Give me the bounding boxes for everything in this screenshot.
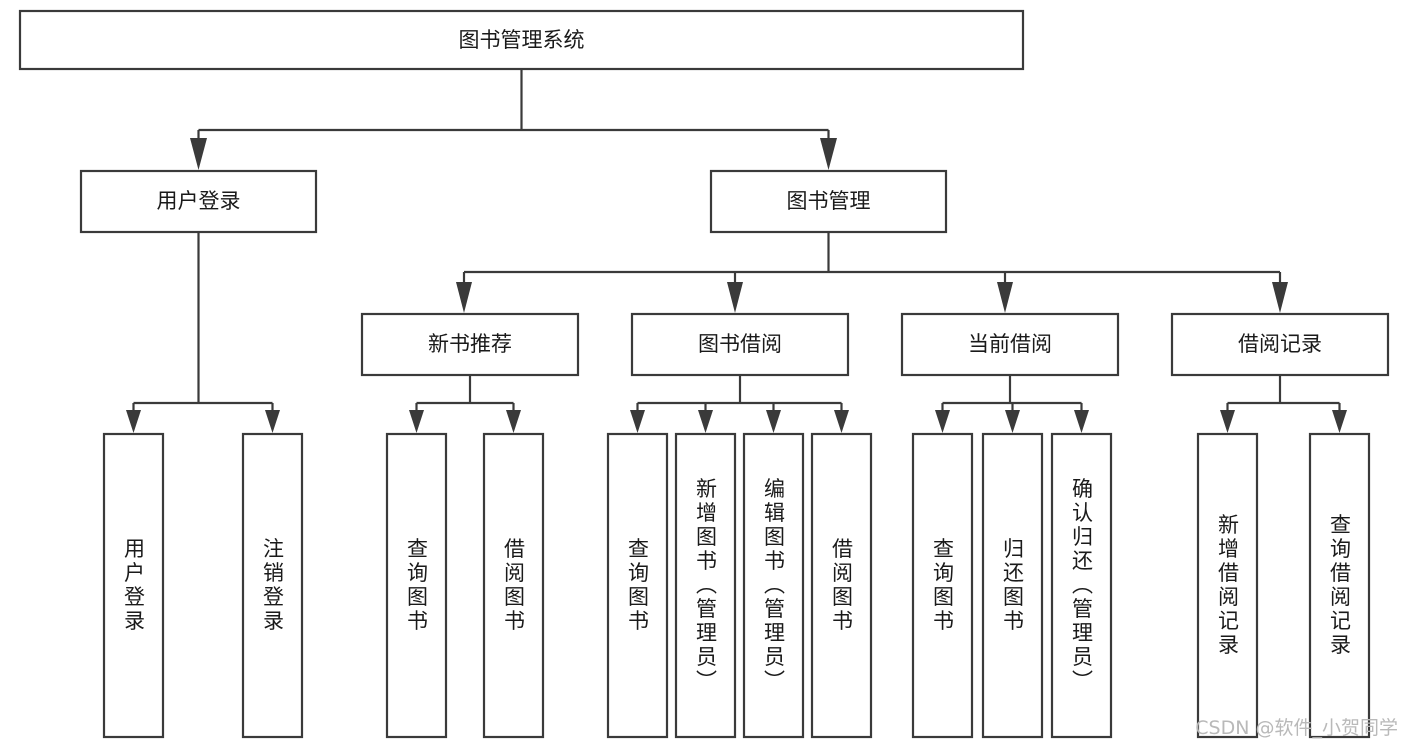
node-current-borrow[interactable]: 当前借阅 bbox=[900, 312, 1120, 377]
leaf-user-logout-box[interactable] bbox=[241, 432, 304, 739]
leaf-user-logout[interactable]: 注销登录 bbox=[241, 432, 304, 739]
leaf-cur-query-book-label: 查询图书 bbox=[931, 538, 955, 634]
leaf-return-book-box[interactable] bbox=[981, 432, 1044, 739]
leaf-rec-borrow-book[interactable]: 借阅图书 bbox=[482, 432, 545, 739]
node-book-manage-label: 图书管理 bbox=[787, 189, 871, 213]
node-user-login-label: 用户登录 bbox=[157, 189, 241, 213]
leaf-query-borrow-record-box[interactable] bbox=[1308, 432, 1371, 739]
leaf-rec-query-book[interactable]: 查询图书 bbox=[385, 432, 448, 739]
node-current-borrow-box[interactable] bbox=[900, 312, 1120, 377]
arrowhead-leaf-add-book-admin bbox=[698, 410, 713, 433]
arrowhead-leaf-rec-borrow-book bbox=[506, 410, 521, 433]
node-user-login[interactable]: 用户登录 bbox=[79, 169, 318, 234]
leaf-add-borrow-record-box[interactable] bbox=[1196, 432, 1259, 739]
node-root[interactable]: 图书管理系统 bbox=[18, 9, 1025, 71]
node-root-box[interactable] bbox=[18, 9, 1025, 71]
leaf-edit-book-admin-box[interactable] bbox=[742, 432, 805, 739]
leaf-borrow-query-book-label: 查询图书 bbox=[626, 538, 650, 634]
leaf-confirm-return-admin-box[interactable] bbox=[1050, 432, 1113, 739]
leaf-rec-borrow-book-label: 借阅图书 bbox=[502, 538, 526, 634]
node-book-borrow-box[interactable] bbox=[630, 312, 850, 377]
leaf-confirm-return-admin-label: 确认归还（管理员） bbox=[1070, 478, 1094, 694]
arrowhead-leaf-user-login bbox=[126, 410, 141, 433]
leaf-user-login-box[interactable] bbox=[102, 432, 165, 739]
leaf-add-book-admin-box[interactable] bbox=[674, 432, 737, 739]
leaf-query-borrow-record-label: 查询借阅记录 bbox=[1328, 514, 1352, 658]
arrowhead-borrow-record bbox=[1272, 282, 1288, 313]
arrowhead-leaf-return-book bbox=[1005, 410, 1020, 433]
leaf-rec-query-book-label: 查询图书 bbox=[405, 538, 429, 634]
arrowhead-new-book-rec bbox=[456, 282, 472, 313]
leaf-borrow-query-book-box[interactable] bbox=[606, 432, 669, 739]
node-new-book-rec-box[interactable] bbox=[360, 312, 580, 377]
node-borrow-record-label: 借阅记录 bbox=[1238, 332, 1322, 356]
arrowhead-leaf-query-borrow-record bbox=[1332, 410, 1347, 433]
node-current-borrow-label: 当前借阅 bbox=[968, 332, 1052, 356]
leaf-borrow-book-box[interactable] bbox=[810, 432, 873, 739]
node-new-book-rec[interactable]: 新书推荐 bbox=[360, 312, 580, 377]
arrowhead-book-manage bbox=[820, 138, 837, 170]
arrowhead-user-login bbox=[190, 138, 207, 170]
leaf-add-book-admin[interactable]: 新增图书（管理员） bbox=[674, 432, 737, 739]
leaf-add-borrow-record-label: 新增借阅记录 bbox=[1216, 514, 1240, 658]
arrowhead-leaf-confirm-return-admin bbox=[1074, 410, 1089, 433]
arrowhead-leaf-borrow-query-book bbox=[630, 410, 645, 433]
leaf-cur-query-book[interactable]: 查询图书 bbox=[911, 432, 974, 739]
node-root-label: 图书管理系统 bbox=[459, 28, 585, 52]
leaf-edit-book-admin[interactable]: 编辑图书（管理员） bbox=[742, 432, 805, 739]
node-borrow-record-box[interactable] bbox=[1170, 312, 1390, 377]
leaf-add-borrow-record[interactable]: 新增借阅记录 bbox=[1196, 432, 1259, 739]
leaf-add-book-admin-label: 新增图书（管理员） bbox=[694, 478, 718, 694]
leaf-borrow-query-book[interactable]: 查询图书 bbox=[606, 432, 669, 739]
node-book-manage[interactable]: 图书管理 bbox=[709, 169, 948, 234]
leaf-return-book[interactable]: 归还图书 bbox=[981, 432, 1044, 739]
node-user-login-box[interactable] bbox=[79, 169, 318, 234]
leaf-query-borrow-record[interactable]: 查询借阅记录 bbox=[1308, 432, 1371, 739]
arrowhead-leaf-user-logout bbox=[265, 410, 280, 433]
arrowhead-leaf-edit-book-admin bbox=[766, 410, 781, 433]
leaf-confirm-return-admin[interactable]: 确认归还（管理员） bbox=[1050, 432, 1113, 739]
node-borrow-record[interactable]: 借阅记录 bbox=[1170, 312, 1390, 377]
leaf-user-login[interactable]: 用户登录 bbox=[102, 432, 165, 739]
leaf-borrow-book-label: 借阅图书 bbox=[830, 538, 854, 634]
arrowhead-leaf-rec-query-book bbox=[409, 410, 424, 433]
leaf-return-book-label: 归还图书 bbox=[1001, 538, 1025, 634]
node-new-book-rec-label: 新书推荐 bbox=[428, 332, 512, 356]
node-book-manage-box[interactable] bbox=[709, 169, 948, 234]
csdn-watermark: CSDN @软件_小贺同学 bbox=[1195, 717, 1398, 739]
node-book-borrow-label: 图书借阅 bbox=[698, 332, 782, 356]
arrowhead-leaf-add-borrow-record bbox=[1220, 410, 1235, 433]
arrowhead-leaf-cur-query-book bbox=[935, 410, 950, 433]
leaf-rec-borrow-book-box[interactable] bbox=[482, 432, 545, 739]
leaf-borrow-book[interactable]: 借阅图书 bbox=[810, 432, 873, 739]
arrowhead-current-borrow bbox=[997, 282, 1013, 313]
leaf-user-login-label: 用户登录 bbox=[122, 538, 146, 634]
node-book-borrow[interactable]: 图书借阅 bbox=[630, 312, 850, 377]
arrowhead-book-borrow bbox=[727, 282, 743, 313]
leaf-user-logout-label: 注销登录 bbox=[261, 538, 285, 634]
leaf-cur-query-book-box[interactable] bbox=[911, 432, 974, 739]
leaf-rec-query-book-box[interactable] bbox=[385, 432, 448, 739]
leaf-edit-book-admin-label: 编辑图书（管理员） bbox=[762, 478, 786, 694]
arrowhead-leaf-borrow-book bbox=[834, 410, 849, 433]
connector-layer bbox=[126, 69, 1347, 433]
